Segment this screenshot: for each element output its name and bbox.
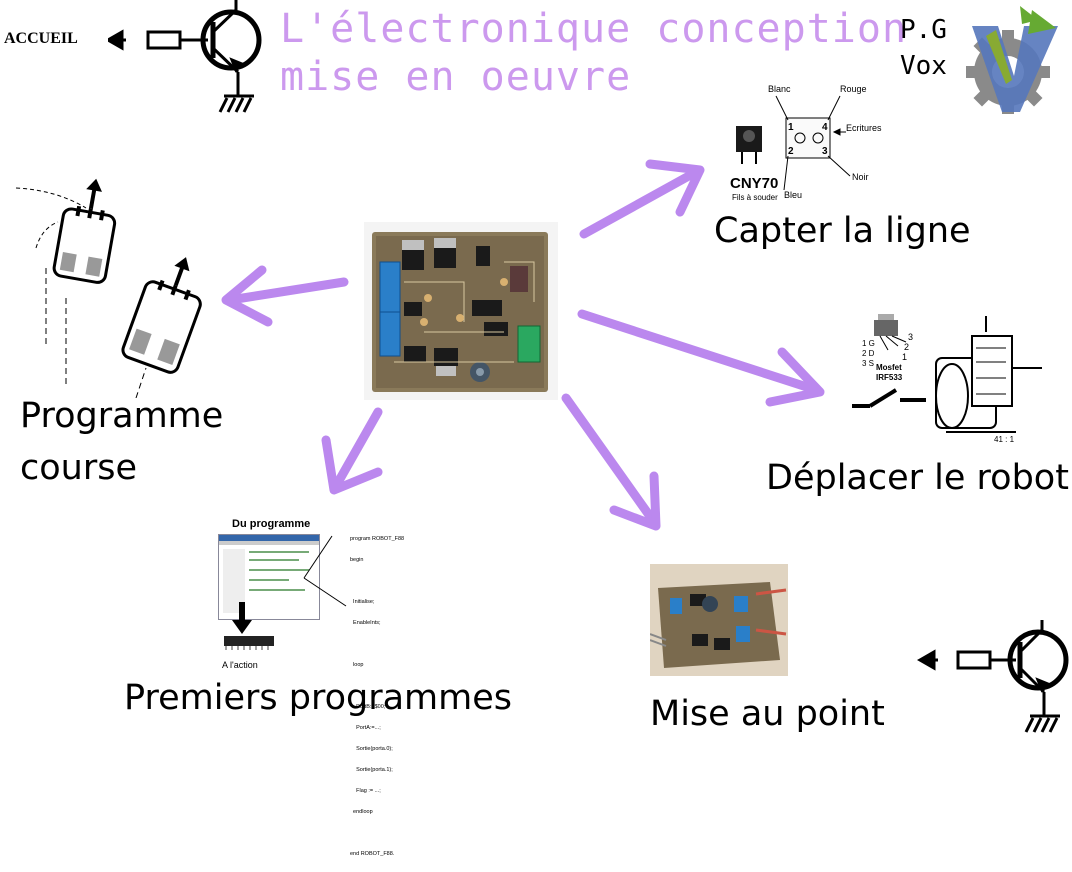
code-line: program ROBOT_F88	[350, 536, 405, 542]
code-line: end ROBOT_F88.	[350, 851, 395, 857]
cny70-pin4: 4	[822, 122, 828, 133]
code-line: loop	[350, 662, 364, 668]
cny70-blanc: Blanc	[768, 84, 791, 94]
cny70-rouge: Rouge	[840, 84, 867, 94]
cny70-ecritures: Ecritures	[846, 123, 882, 133]
arrow-to-premiers	[321, 407, 383, 495]
pcb-photo	[364, 222, 558, 400]
programme-line2: course	[20, 448, 137, 488]
mosfet-pin-num-1: 1	[902, 352, 907, 362]
code-line	[350, 830, 404, 837]
code-line	[350, 578, 404, 585]
cny70-pin3: 3	[822, 146, 828, 157]
code-line: begin	[350, 557, 364, 563]
code-line: Initialise;	[350, 599, 375, 605]
home-link[interactable]: ACCUEIL	[4, 30, 78, 47]
code-line: PortB:=$00;	[350, 704, 386, 710]
arrow-to-mise-au-point	[561, 393, 661, 531]
arrow-to-programme	[221, 265, 349, 327]
code-line: Sortie(porta.1);	[350, 767, 393, 773]
mosfet-pin-num-3: 3	[908, 332, 913, 342]
link-mise-au-point[interactable]: Mise au point	[650, 694, 885, 734]
robot-sketch	[16, 178, 202, 398]
mosfet-ref: IRF533	[876, 373, 903, 382]
program-thumbnail: Du programme A l'action program ROBOT_F8…	[218, 516, 414, 857]
cny70-noir: Noir	[852, 172, 869, 182]
code-line: PortA:=...;	[350, 725, 381, 731]
program-screenshot	[218, 534, 320, 620]
motor-diagram: 1 G 2 D 3 S 1 2 3 Mosfet IRF533 41 : 1	[852, 314, 1042, 444]
link-premiers-programmes[interactable]: Premiers programmes	[124, 678, 513, 718]
page-title-line2: mise en oeuvre	[280, 54, 632, 100]
cny70-diagram: Blanc Rouge Ecritures Noir Bleu 1 2 3 4 …	[730, 84, 882, 202]
mosfet-pin-d: 2 D	[862, 349, 875, 358]
program-thumb-title: Du programme	[232, 518, 311, 530]
program-thumb-action: A l'action	[222, 660, 258, 670]
author-line1: P.G	[900, 15, 947, 45]
mosfet-label: Mosfet	[876, 363, 902, 372]
arrow-to-capter	[579, 159, 705, 239]
arrow-to-deplacer	[577, 309, 825, 407]
vox-logo	[966, 6, 1058, 114]
cny70-pin2: 2	[788, 146, 794, 157]
mosfet-pin-s: 3 S	[862, 359, 874, 368]
arrows-layer	[221, 159, 825, 531]
author-name: P.G Vox	[900, 12, 947, 84]
mise-au-point-photo	[650, 564, 788, 676]
cny70-pin1: 1	[788, 122, 794, 133]
link-programme-course[interactable]: Programme course	[20, 390, 223, 494]
link-deplacer-le-robot[interactable]: Déplacer le robot	[766, 458, 1069, 498]
cny70-name: CNY70	[730, 175, 778, 192]
transistor-home-icon[interactable]	[108, 0, 268, 118]
cny70-sub: Fils à souder	[732, 193, 778, 202]
code-line: EnableInts;	[350, 620, 381, 626]
link-capter-la-ligne[interactable]: Capter la ligne	[714, 211, 971, 251]
transistor-home-icon-bottom[interactable]	[912, 620, 1072, 738]
page-title-line1: L'électronique conception	[280, 6, 908, 52]
mosfet-pin-num-2: 2	[904, 342, 909, 352]
code-line: endloop	[350, 809, 373, 815]
cny70-bleu: Bleu	[784, 190, 802, 200]
author-line2: Vox	[900, 51, 947, 81]
code-line	[350, 641, 404, 648]
programme-line1: Programme	[20, 396, 224, 436]
code-line: Flag := ...;	[350, 788, 381, 794]
motor-ratio: 41 : 1	[994, 435, 1015, 444]
code-line: Sortie(porta.0);	[350, 746, 393, 752]
mosfet-pin-g: 1 G	[862, 339, 875, 348]
